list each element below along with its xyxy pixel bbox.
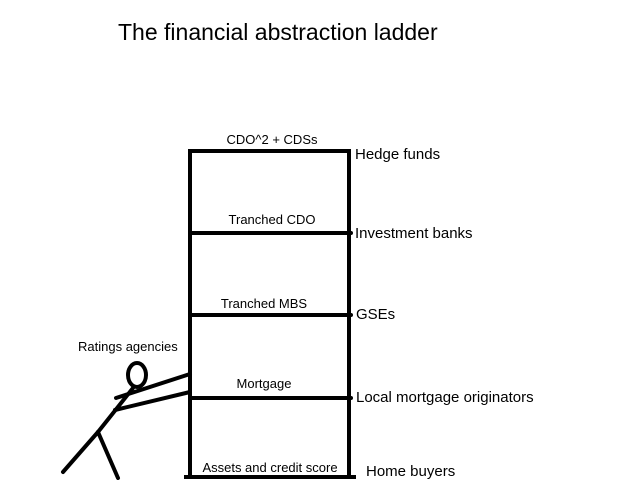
actor-gses: GSEs [356, 306, 396, 323]
rung-label-tranched-cdo: Tranched CDO [228, 212, 316, 227]
rung-label-mortgage: Mortgage [236, 376, 292, 391]
actor-investment-banks: Investment banks [355, 225, 473, 242]
ratings-agencies-label: Ratings agencies [78, 339, 178, 354]
actor-hedge-funds: Hedge funds [355, 146, 441, 163]
rung-label-assets: Assets and credit score [202, 460, 338, 475]
rung-label-tranched-mbs: Tranched MBS [220, 296, 308, 311]
actor-local-mortgage-originators: Local mortgage originators [356, 389, 534, 406]
diagram-title: The financial abstraction ladder [118, 19, 438, 45]
actor-home-buyers: Home buyers [366, 463, 456, 480]
stick-figure-icon [61, 361, 192, 480]
rung-label-cdo2: CDO^2 + CDSs [226, 132, 318, 147]
